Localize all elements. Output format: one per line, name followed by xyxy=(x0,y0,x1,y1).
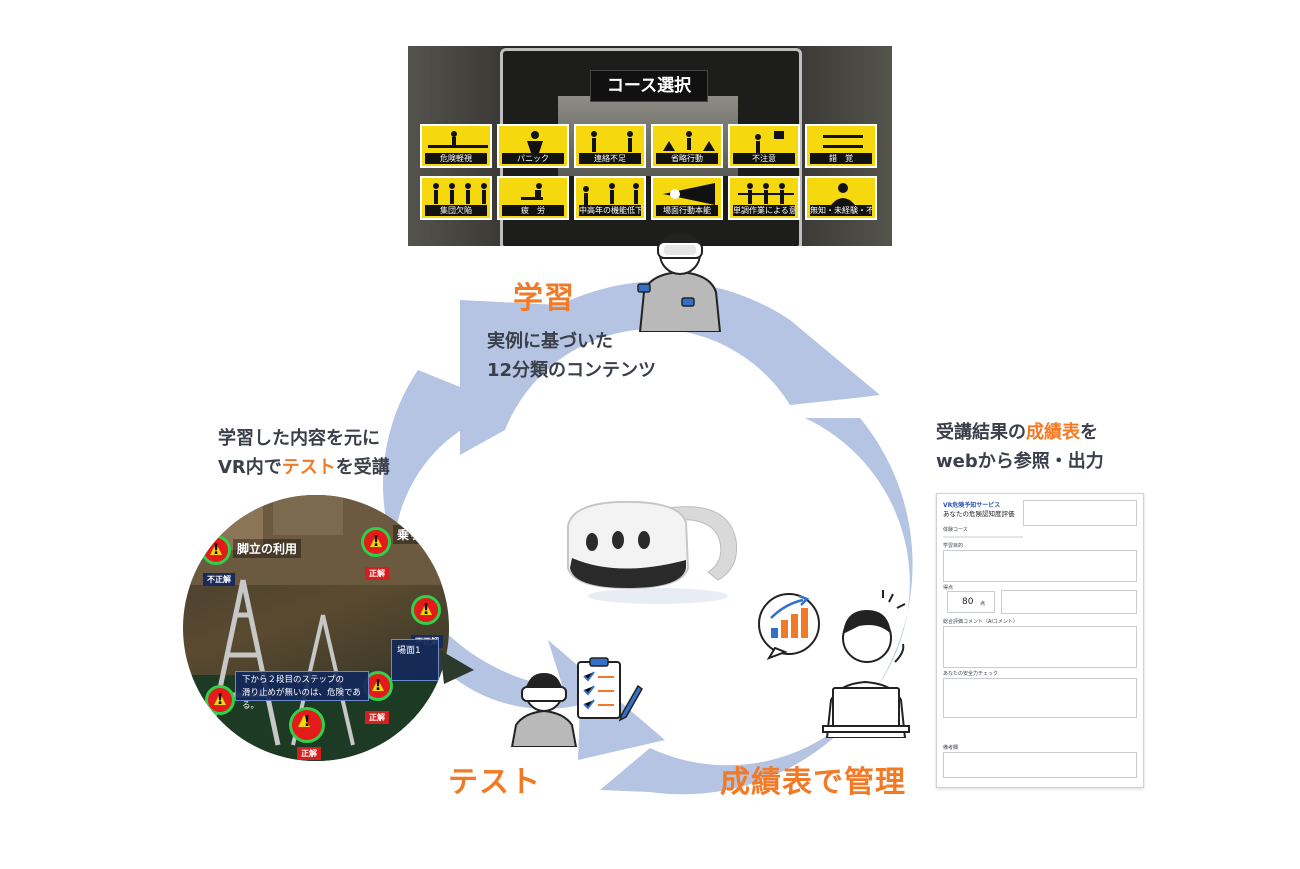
incorrect-tag: 不正解 xyxy=(203,573,235,586)
correct-tag: 正解 xyxy=(297,747,321,760)
manage-desc-line2: webから参照・出力 xyxy=(936,451,1104,472)
test-desc-line1: 学習した内容を元に xyxy=(218,428,380,449)
report-section-notes: 備考欄 xyxy=(943,745,959,751)
report-section-course: 体験コース xyxy=(943,527,968,533)
hazard-message-panel: 下から２段目のステップの 滑り止めが無いのは、危険である。 xyxy=(235,671,369,711)
course-tile-9[interactable]: 中高年の機能低下 xyxy=(574,176,646,220)
score-report-document[interactable]: VR危険予知サービス あなたの危険認知度評価 体験コース 学習目的 得点 80 … xyxy=(936,493,1144,788)
course-label: パニック xyxy=(502,153,564,164)
clipboard-checklist-icon xyxy=(577,657,643,722)
pictogram-icon xyxy=(591,131,633,152)
pictogram-icon xyxy=(663,183,715,205)
report-score-table xyxy=(1001,590,1137,614)
report-check-table xyxy=(943,678,1137,718)
report-title: あなたの危険認知度評価 xyxy=(943,510,1015,518)
course-label: 錯 覚 xyxy=(810,153,872,164)
report-score-unit: 点 xyxy=(980,601,986,607)
test-desc-line2: VR内でテストを受講 xyxy=(218,453,390,482)
course-label: 危険軽視 xyxy=(425,153,487,164)
report-comment-box xyxy=(943,626,1137,668)
warning-marker[interactable] xyxy=(361,527,391,557)
bubble-tail xyxy=(440,650,474,684)
vr-test-scene: 不正解 脚立の利用 乗り出 正解 不正解 正解 正解 下から２段目のステップの … xyxy=(183,495,449,761)
course-tile-7[interactable]: 集団欠陥 xyxy=(420,176,492,220)
pictogram-icon xyxy=(831,183,855,205)
report-section-check: あなたの安全力チェック xyxy=(943,671,999,677)
report-section-comment: 総合評価コメント（AIコメント） xyxy=(943,619,1018,625)
manage-desc-pre: 受講結果の xyxy=(936,422,1026,443)
test-desc-post: を受講 xyxy=(335,457,390,478)
course-label: 不注意 xyxy=(733,153,795,164)
scene-panel[interactable]: 場面1 xyxy=(391,639,439,681)
report-score-value: 80 xyxy=(962,597,974,607)
report-goal-box xyxy=(943,550,1137,582)
scene-label: 場面1 xyxy=(397,646,421,656)
test-desc-highlight: テスト xyxy=(281,457,336,478)
warning-marker[interactable] xyxy=(289,707,325,743)
manage-desc-highlight: 成績表 xyxy=(1026,422,1080,443)
course-label: 場面行動本能 xyxy=(656,205,718,216)
course-label: 疲 労 xyxy=(502,205,564,216)
report-section-goal: 学習目的 xyxy=(943,543,964,549)
course-label: 省略行動 xyxy=(656,153,718,164)
pictogram-icon xyxy=(823,135,863,148)
course-tile-10[interactable]: 場面行動本能 xyxy=(651,176,723,220)
learning-desc-line1: 実例に基づいた xyxy=(487,331,613,352)
manage-desc: 受講結果の成績表を webから参照・出力 xyxy=(936,418,1104,476)
pictogram-icon xyxy=(527,131,543,153)
course-label: 単調作業による意識低下 xyxy=(733,205,795,216)
manager-at-laptop-illustration xyxy=(758,590,910,738)
course-label: 集団欠陥 xyxy=(425,205,487,216)
pictogram-icon xyxy=(583,183,639,205)
course-tile-1[interactable]: 危険軽視 xyxy=(420,124,492,168)
report-brand: VR危険予知サービス xyxy=(943,502,1001,509)
course-tile-4[interactable]: 省略行動 xyxy=(651,124,723,168)
pictogram-icon xyxy=(433,183,487,204)
learner-with-vr-headset-illustration xyxy=(637,232,722,332)
report-notes-box xyxy=(943,752,1137,778)
pictogram-icon xyxy=(663,131,715,151)
hazard-message-line2: 滑り止めが無いのは、危険である。 xyxy=(242,688,361,711)
learning-desc: 実例に基づいた 12分類のコンテンツ xyxy=(487,327,656,385)
course-tile-3[interactable]: 連絡不足 xyxy=(574,124,646,168)
manage-desc-post: を xyxy=(1080,422,1098,443)
vr-headset-icon xyxy=(567,500,738,604)
test-title: テスト xyxy=(448,765,541,800)
course-tile-8[interactable]: 疲 労 xyxy=(497,176,569,220)
hazard-label-ladder: 脚立の利用 xyxy=(233,539,302,558)
course-label: 中高年の機能低下 xyxy=(579,205,641,216)
hazard-label-fragment: 乗り出 xyxy=(393,525,438,544)
warning-marker[interactable] xyxy=(411,595,441,625)
pictogram-icon xyxy=(428,131,488,148)
tester-with-vr-headset-illustration xyxy=(510,673,578,747)
warning-marker[interactable] xyxy=(201,535,231,565)
course-select-title: コース選択 xyxy=(590,70,708,102)
pictogram-icon xyxy=(521,183,543,200)
warning-marker[interactable] xyxy=(205,685,235,715)
course-tile-12[interactable]: 無知・未経験・不慣れ xyxy=(805,176,877,220)
course-tile-11[interactable]: 単調作業による意識低下 xyxy=(728,176,800,220)
report-header-table xyxy=(1023,500,1137,526)
course-selection-screenshot: コース選択 危険軽視 パニック 連絡不足 省略行動 不注意 錯 覚 集団欠陥 xyxy=(408,46,892,246)
manage-title: 成績表で管理 xyxy=(720,765,906,800)
hazard-message-line1: 下から２段目のステップの xyxy=(242,675,345,685)
course-tile-2[interactable]: パニック xyxy=(497,124,569,168)
correct-tag: 正解 xyxy=(365,711,389,724)
test-desc: 学習した内容を元に VR内でテストを受講 xyxy=(218,424,390,482)
report-score-box: 80 点 xyxy=(947,591,995,613)
manage-desc-line1: 受講結果の成績表を xyxy=(936,418,1104,447)
course-label: 無知・未経験・不慣れ xyxy=(810,205,872,216)
course-tile-6[interactable]: 錯 覚 xyxy=(805,124,877,168)
learning-desc-line2: 12分類のコンテンツ xyxy=(487,360,657,381)
learning-title: 学習 xyxy=(513,281,575,316)
course-tile-5[interactable]: 不注意 xyxy=(728,124,800,168)
pictogram-icon xyxy=(738,183,794,204)
correct-tag: 正解 xyxy=(365,567,389,580)
test-desc-pre: VR内で xyxy=(218,457,282,478)
pictogram-icon xyxy=(755,131,784,153)
course-label: 連絡不足 xyxy=(579,153,641,164)
report-section-score: 得点 xyxy=(943,585,954,591)
